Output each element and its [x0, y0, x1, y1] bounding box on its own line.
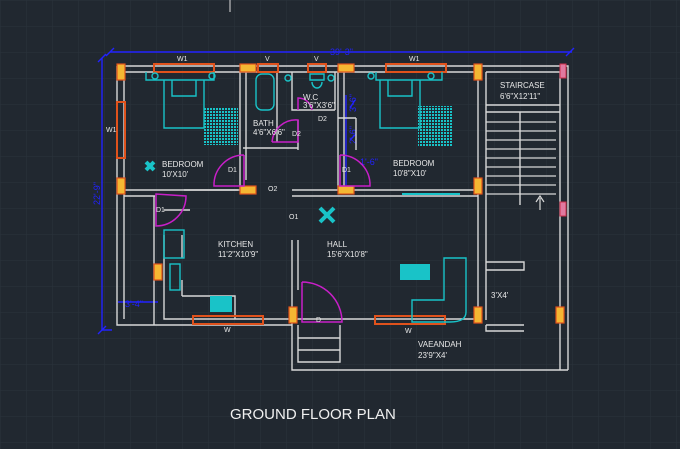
dimension-lines [97, 47, 575, 335]
windows [116, 63, 447, 325]
door-label: D [316, 317, 321, 324]
room-name: VAEANDAH [418, 340, 462, 349]
room-labels: BEDROOM 10'X10' BATH 4'6"X6'6" W.C 3'6"X… [162, 81, 545, 360]
door-label: D1 [156, 207, 165, 214]
window-label: W1 [106, 127, 117, 134]
room-name: STAIRCASE [500, 81, 545, 90]
door-label: D1 [342, 167, 351, 174]
window-label: W [405, 328, 412, 335]
door-label: D2 [292, 131, 301, 138]
columns [116, 63, 567, 324]
window-label: W1 [177, 56, 188, 63]
room-size: 15'6"X10'8" [327, 250, 368, 259]
element-labels: W1 W1 W1 V V W W D D1 D1 D1 D2 D2 O1 O2 [106, 56, 420, 335]
room-name: BEDROOM [162, 160, 204, 169]
door-label: D1 [228, 167, 237, 174]
drawing-title: GROUND FLOOR PLAN [230, 406, 396, 423]
walls [116, 65, 569, 371]
room-size: 4'6"X6'6" [253, 128, 285, 137]
staircase-treads [486, 121, 556, 210]
dim-door-gap: 1'-6" [360, 157, 378, 167]
window-label: W1 [409, 56, 420, 63]
opening-label: O2 [268, 186, 277, 193]
dim-height: 22'-9" [92, 182, 102, 205]
room-size: 3'6"X3'6" [303, 101, 335, 110]
room-size: 10'8"X10' [393, 169, 427, 178]
door-label: D2 [318, 116, 327, 123]
room-name: BEDROOM [393, 159, 435, 168]
dim-kitchen-offset: 3'-4" [125, 299, 143, 309]
room-size: 10'X10' [162, 170, 189, 179]
room-size: 23'9"X4' [418, 351, 448, 360]
room-name: W.C [303, 93, 318, 102]
room-size: 6'6"X12'11" [500, 92, 540, 101]
opening-label: O1 [289, 214, 298, 221]
dim-passage: 2'-6" [348, 126, 358, 144]
room-name: KITCHEN [218, 240, 253, 249]
room-name: BATH [253, 119, 274, 128]
room-size: 11'2"X10'9" [218, 250, 258, 259]
room-size: 3'X4' [491, 291, 509, 300]
window-label: W [224, 327, 231, 334]
doors [155, 97, 371, 323]
room-name: HALL [327, 240, 348, 249]
dim-width: 39'-3" [330, 47, 353, 57]
dim-wc-wall: 3'-6" [348, 94, 358, 112]
vent-label: V [265, 56, 270, 63]
vent-label: V [314, 56, 319, 63]
furniture [144, 72, 467, 323]
